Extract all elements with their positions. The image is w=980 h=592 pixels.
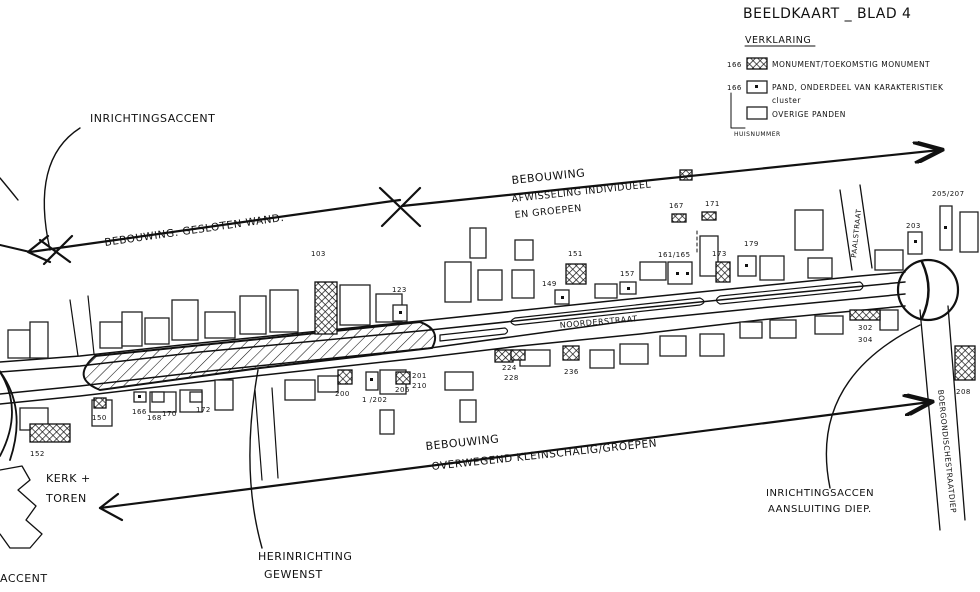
house-number: 302 [858,324,873,332]
house-number: 161/165 [658,251,691,259]
pand-170 [151,391,165,403]
house-number: 206 [395,386,410,394]
monument-200 [337,369,353,385]
legend-monument-label: MONUMENT/TOEKOMSTIG MONUMENT [772,60,930,69]
house-number: 123 [392,286,407,294]
monument-152 [29,423,71,443]
house-number: 103 [311,250,326,258]
legend-pand-label: PAND, ONDERDEEL VAN KARAKTERISTIEK [772,83,944,92]
label-bebouwing-right-3: EN GROEPEN [514,203,582,221]
monument-228 [510,349,526,361]
street-label-boergondische: BOERGONDISCHESTRAATDIEP [936,389,958,513]
house-number: 157 [620,270,635,278]
street-label-paalstraat: PAALSTRAAT [850,208,863,258]
house-number: 210 [412,382,427,390]
legend-monument-number: 166 [727,61,742,69]
herinrichting-zone [82,320,436,392]
label-inrichtingsaccent-top: INRICHTINGSACCENT [90,112,215,125]
house-number: 236 [564,368,579,376]
house-number: 304 [858,336,873,344]
monument-236 [562,345,580,361]
house-number: 151 [568,250,583,258]
house-number: 168 [147,414,162,422]
house-number: 172 [196,406,211,414]
legend-other-swatch [746,106,768,120]
monument-171 [701,211,717,221]
pand-161 [667,261,693,285]
annotation-arrows [0,127,940,549]
label-herinrichting: HERINRICHTING [258,550,352,563]
label-inrichting-right-2: AANSLUITING DIEP. [768,504,872,515]
house-number: 1 /202 [362,396,387,404]
legend-pand-label-cluster: cluster [772,96,801,105]
label-toren: TOREN [45,492,87,505]
house-number: 173 [712,250,727,258]
monument-151 [565,263,587,285]
legend-pand-number: 166 [727,84,742,92]
house-number: 179 [744,240,759,248]
label-accent-corner: ACCENT [0,572,48,585]
label-kerk: KERK + [46,472,91,485]
legend-monument-swatch [746,57,768,70]
buildings-south [19,309,976,443]
house-number: 167 [669,202,684,210]
street-label-noorderstraat: NOORDERSTRAAT [559,314,638,330]
street-network [0,184,966,531]
map-title: BEELDKAART _ BLAD 4 [743,6,911,22]
roundabout-right [896,258,960,322]
label-bebouwing-gesloten: BEBOUWING: GESLOTEN WAND. [104,212,285,249]
label-inrichting-right-1: INRICHTINGSACCEN [766,488,874,499]
church-outline [0,465,43,549]
legend-heading: VERKLARING [745,35,811,46]
house-number: 203 [906,222,921,230]
legend: VERKLARING 166 MONUMENT/TOEKOMSTIG MONUM… [727,35,944,138]
buildings-north [7,169,979,359]
house-numbers: 103 123 149 151 157 161/165 167 171 173 … [30,190,971,458]
house-number: 228 [504,374,519,382]
house-number: 208 [956,388,971,396]
house-number: 166 [132,408,147,416]
house-number: 150 [92,414,107,422]
monument-167 [671,213,687,223]
monument-173 [715,261,731,283]
label-gewenst: GEWENST [264,568,323,581]
monument-208 [954,345,976,381]
legend-house-number-note: HUISNUMMER [734,131,781,138]
monument-150 [93,397,107,409]
house-number: 201 [412,372,427,380]
house-number: 149 [542,280,557,288]
house-number: 171 [705,200,720,208]
monument-103 [314,281,338,335]
house-number: 224 [502,364,517,372]
house-number: 200 [335,390,350,398]
monument-224 [494,349,514,363]
label-bebouwing-right-1: BEBOUWING [511,166,586,187]
house-number: 152 [30,450,45,458]
map-title-group: BEELDKAART _ BLAD 4 [743,6,911,22]
monument-302 [849,309,881,321]
pand-172 [189,391,203,403]
label-bebouwing-bottom-1: BEBOUWING [425,432,500,453]
monument-206 [395,371,411,385]
house-number: 205/207 [932,190,965,198]
legend-other-label: OVERIGE PANDEN [772,110,846,119]
house-number: 170 [162,410,177,418]
